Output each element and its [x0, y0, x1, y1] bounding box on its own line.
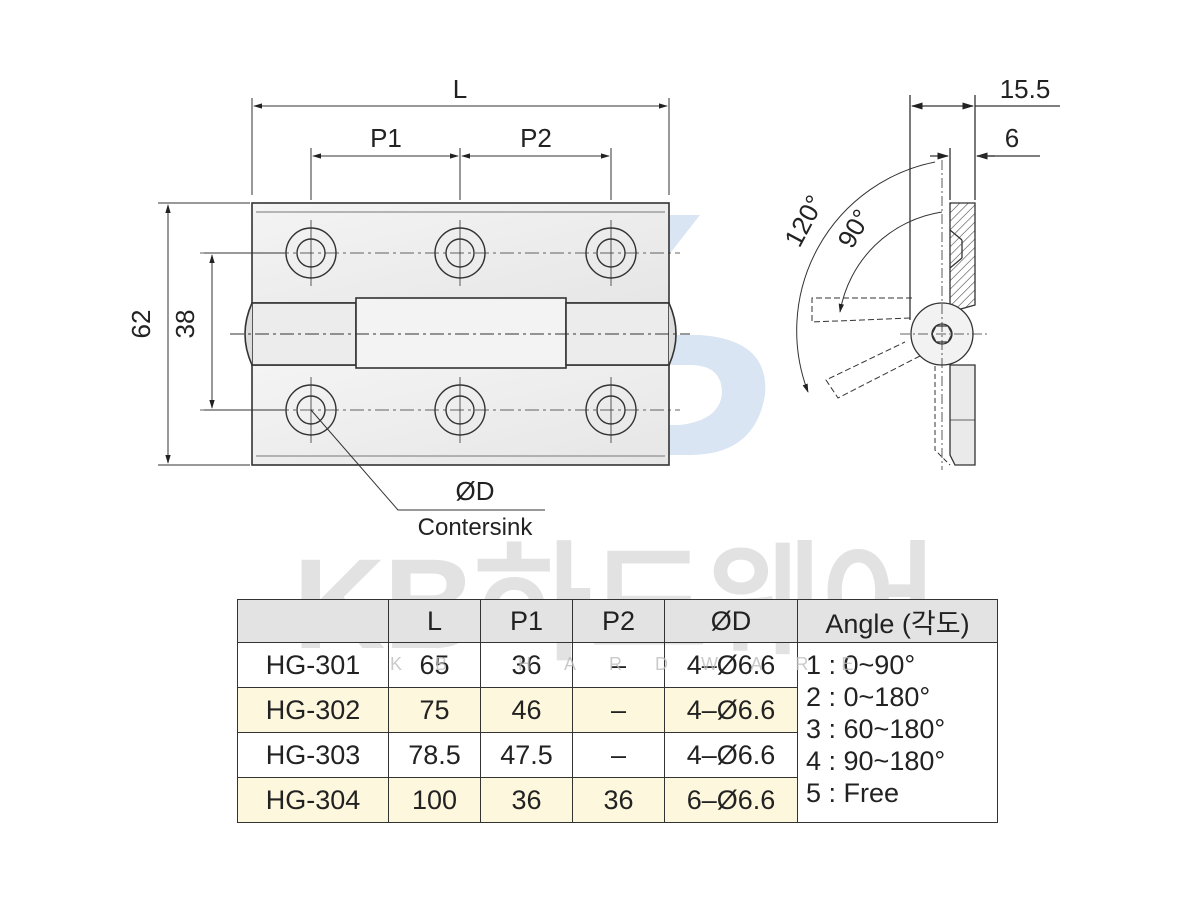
cell-P1: 46: [480, 687, 573, 733]
header-P1: P1: [480, 599, 573, 643]
angle-option: 5 : Free: [806, 778, 900, 808]
dim-15-5-label: 15.5: [1000, 74, 1051, 104]
cell-L: 100: [388, 777, 481, 823]
dim-62-label: 62: [126, 310, 156, 339]
cell-P1: 47.5: [480, 732, 573, 778]
hole-note-label: Contersink: [418, 514, 534, 541]
cell-P1: 36: [480, 642, 573, 688]
angle-option: 2 : 0~180°: [806, 682, 931, 712]
table-row: HG-303 78.5 47.5 – 4–Ø6.6: [237, 732, 998, 778]
cell-L: 75: [388, 687, 481, 733]
dim-P2-label: P2: [520, 123, 552, 153]
dim-6-label: 6: [1005, 123, 1019, 153]
spec-table: L P1 P2 ØD Angle (각도) HG-301 65 36 – 4–Ø…: [237, 599, 998, 823]
cell-model: HG-304: [237, 777, 389, 823]
angle-option: 4 : 90~180°: [806, 746, 946, 776]
cell-D: 4–Ø6.6: [664, 732, 798, 778]
table-row: HG-304 100 36 36 6–Ø6.6: [237, 777, 998, 823]
cell-P1: 36: [480, 777, 573, 823]
header-model: [237, 599, 389, 643]
dim-L-label: L: [453, 74, 467, 104]
cell-P2: 36: [572, 777, 665, 823]
dimension-lines: [158, 98, 670, 511]
cell-P2: –: [572, 687, 665, 733]
hinge-side-view: [796, 95, 1060, 470]
header-P2: P2: [572, 599, 665, 643]
cell-model: HG-303: [237, 732, 389, 778]
table-row: HG-302 75 46 – 4–Ø6.6: [237, 687, 998, 733]
cell-model: HG-301: [237, 642, 389, 688]
cell-D: 4–Ø6.6: [664, 642, 798, 688]
cell-D: 6–Ø6.6: [664, 777, 798, 823]
hinge-drawing: L P1 P2 62 38 ØD Contersink: [126, 74, 1060, 541]
table-row: HG-301 65 36 – 4–Ø6.6 1 : 0~90° 2 : 0~18…: [237, 642, 998, 823]
countersink-holes: [285, 220, 637, 443]
hole-diameter-label: ØD: [456, 476, 495, 506]
angle-options: 1 : 0~90° 2 : 0~180° 3 : 60~180° 4 : 90~…: [797, 642, 998, 823]
hinge-front-view: [200, 202, 690, 466]
dim-38-label: 38: [170, 310, 200, 339]
header-D: ØD: [664, 599, 798, 643]
angle-option: 3 : 60~180°: [806, 714, 946, 744]
angle-option: 1 : 0~90°: [806, 650, 916, 680]
brand-watermark-sub: KB HARDWARE: [390, 654, 887, 674]
cell-model: HG-302: [237, 687, 389, 733]
table-header-row: L P1 P2 ØD Angle (각도): [237, 599, 998, 643]
cell-D: 4–Ø6.6: [664, 687, 798, 733]
angle-90-label: 90°: [831, 204, 877, 253]
cell-P2: –: [572, 732, 665, 778]
angle-120-label: 120°: [778, 190, 830, 252]
cell-L: 78.5: [388, 732, 481, 778]
dim-P1-label: P1: [370, 123, 402, 153]
header-angle: Angle (각도): [797, 599, 998, 643]
cell-P2: –: [572, 642, 665, 688]
header-L: L: [388, 599, 481, 643]
